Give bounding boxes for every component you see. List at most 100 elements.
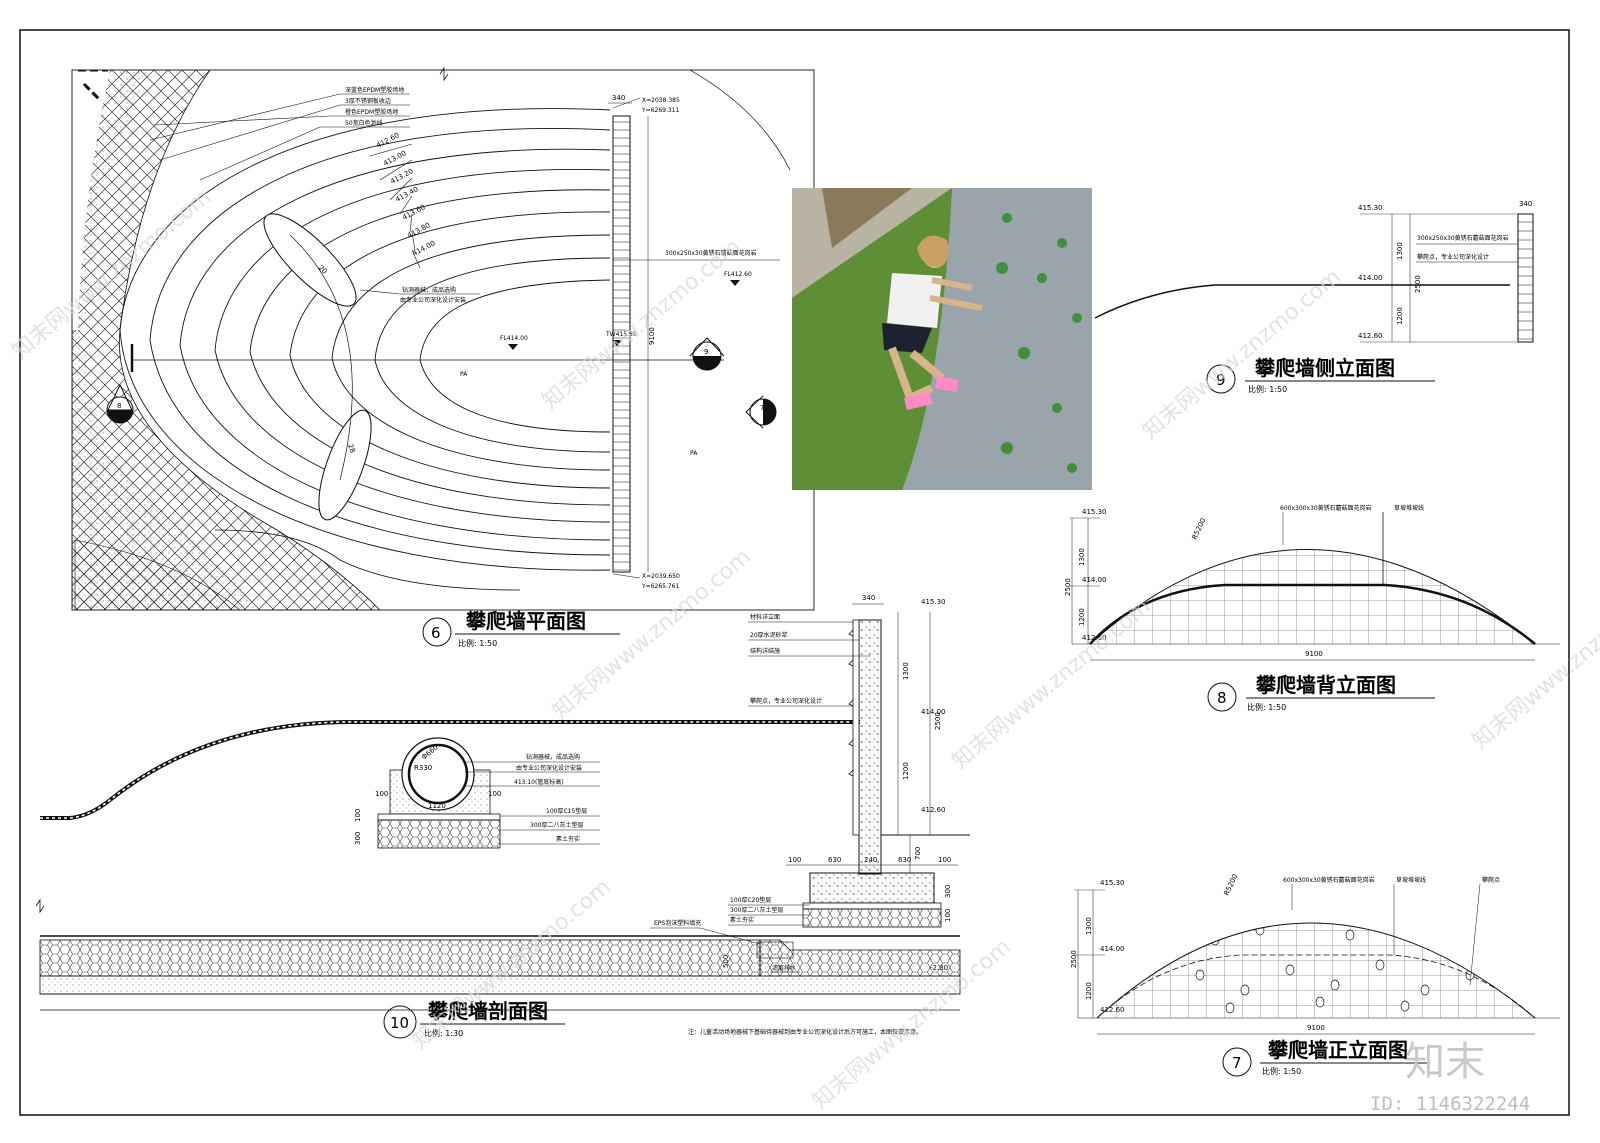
back-dim-len: 9100 [1305,650,1323,658]
pipe-dim-300: 300 [354,832,362,845]
climbing-hold-icon [1240,984,1250,996]
side-scale: 比例: 1:50 [1248,384,1287,394]
back-wall-note: 600x300x30黄锈石蘑菇面花岗岩 [1280,504,1372,512]
contour-label: 413.40 [394,185,419,204]
section-marker-9: 9 [689,337,725,371]
svg-text:知末网www.znzmo.com: 知末网www.znzmo.com [548,544,756,724]
plan-dim-width: 340 [612,94,625,102]
front-elev-top: 415.30 [1100,879,1125,887]
sec-tunnel-note-2: 由专业公司深化设计安装 [516,764,582,772]
front-elevation: 415.30 414.00 412.60 1300 2500 1200 9100… [1070,873,1560,1077]
plan-fl-center: FL414.00 [500,335,528,342]
climbing-hold-icon [1195,969,1205,981]
brand-logo-text: 知末 [1405,1039,1485,1085]
contour-label: 413.20 [389,167,414,186]
plan-number-circle [422,617,452,647]
pipe-r: R330 [414,764,432,772]
plan-callout-3: 橙色EPDM塑胶场地 [345,108,398,116]
pipe-dim-100c: 100 [354,809,362,822]
front-number: 7 [1232,1054,1242,1072]
sec-tunnel-note-1: 钻洞器械，成品选购 [526,753,580,761]
sec-eps-note: EPS泡沫塑料填充 [654,919,701,927]
plan-title: 攀爬墙平面图 [465,609,586,633]
image-id: ID: 1146322244 [1370,1093,1530,1115]
back-title: 攀爬墙背立面图 [1255,673,1396,697]
front-elev-mid: 414.00 [1100,945,1125,953]
climbing-hold-icon [1285,964,1295,976]
sec-dim-240: 240 [864,856,877,864]
sec-hold-note: 攀爬点，专业公司深化设计 [750,697,822,705]
front-dim-total: 2500 [1070,950,1078,968]
svg-text:7: 7 [760,404,764,412]
sec-elev-ground: -2.30 [930,964,948,972]
plan-fl-wall: TW415.30 [605,331,637,338]
climbing-hold-icon [1255,924,1265,936]
pipe-dim-1120: 1120 [428,802,446,810]
section-marker-7: 7 [745,395,777,429]
front-hold-note: 攀爬点 [1482,876,1500,884]
sec-layer-note-2: 20厚水泥砂浆 [750,631,788,639]
front-scale: 比例: 1:50 [1262,1066,1301,1076]
sec-base-note-1: 100厚C15垫层 [546,807,587,815]
plan-pa-2: PA [690,450,698,457]
svg-text:知末网www.znzmo.com: 知末网www.znzmo.com [1468,574,1600,754]
plan-r28: 28 [346,443,357,454]
side-dim-top: 1300 [1396,242,1404,260]
contour-label: 414.00 [411,239,436,258]
svg-text:8: 8 [117,402,121,410]
climbing-child-photo-icon [792,188,1092,490]
side-elev-top: 415.30 [1358,204,1383,212]
sec-base-note-2: 300厚二八灰土垫层 [530,821,583,829]
plan-callout-4: 50宽白色划线 [345,119,383,127]
sec-elev-top: 415.30 [921,598,946,606]
contour-label: 412.60 [375,131,400,150]
front-edge-note: 草坡堆坡线 [1396,876,1426,884]
side-dim-bot: 1200 [1396,307,1404,325]
svg-text:知末网www.znzmo.com: 知末网www.znzmo.com [538,234,746,414]
sec-layer-note-3: 结构详结施 [750,647,780,655]
sec-dim-100c: 100 [944,909,952,922]
back-scale: 比例: 1:50 [1247,702,1286,712]
sec-dim-300: 300 [944,885,952,898]
pipe-dim-100b: 100 [488,790,501,798]
section-note: 注：儿童活动场地器械下基础待器械到由专业公司深化设计后方可施工，本图仅做示意。 [688,1028,922,1036]
sec-dim-2500: 2500 [934,712,942,730]
plan-fl-right: FL412.60 [724,271,752,278]
side-elev-bot: 412.60 [1358,332,1383,340]
plan-coord-top-y: Y=6269.311 [641,107,680,114]
climbing-hold-icon [1420,984,1430,996]
plan-pa-1: PA [460,371,468,378]
front-elev-bot: 412.60 [1100,1006,1125,1014]
back-elev-mid: 414.00 [1082,576,1107,584]
plan-scale: 比例: 1:50 [458,638,497,648]
section-view: R330 Φ660 100 100 1120 300 100 钻洞器械，成品选购… [35,66,970,1039]
section-scale: 比例: 1:30 [424,1028,463,1038]
climbing-hold-icon [1315,996,1325,1008]
climbing-hold-icon [1345,929,1355,941]
sec-dim-100b: 100 [938,856,951,864]
side-elevation: 415.30 414.00 412.60 1300 2500 1200 340 … [1094,200,1534,394]
plan-callout-2: 3厚不锈钢板收边 [345,97,391,105]
side-dim-width: 340 [1519,200,1532,208]
sec-drain-note: 滤层排水 [772,964,796,972]
plan-tunnel-note-1: 钻洞器械，成品选购 [402,286,456,294]
climbing-hold-icon [1375,959,1385,971]
sec-dim-630b: 630 [898,856,911,864]
back-dim-bot: 1200 [1078,608,1086,626]
side-dim-total: 2500 [1414,275,1422,293]
sec-dim-700: 700 [914,847,922,860]
back-r-label: R5200 [1191,517,1208,541]
climbing-hold-icon [1225,1002,1235,1014]
plan-dim-len: 9100 [648,327,656,345]
plan-coord-top-x: X=2038.385 [642,97,680,104]
climbing-hold-icon [1330,979,1340,991]
front-r-label: R5200 [1223,873,1240,897]
sec-elev-low: 412.60 [921,806,946,814]
front-wall-note: 600x300x30黄锈石蘑菇面花岗岩 [1283,876,1375,884]
sec-dim-100a: 100 [788,856,801,864]
plan-coord-bot-x: X=2039.650 [642,573,680,580]
front-dim-top: 1300 [1085,917,1093,935]
back-dim-top: 1300 [1078,548,1086,566]
svg-text:9: 9 [704,348,708,356]
